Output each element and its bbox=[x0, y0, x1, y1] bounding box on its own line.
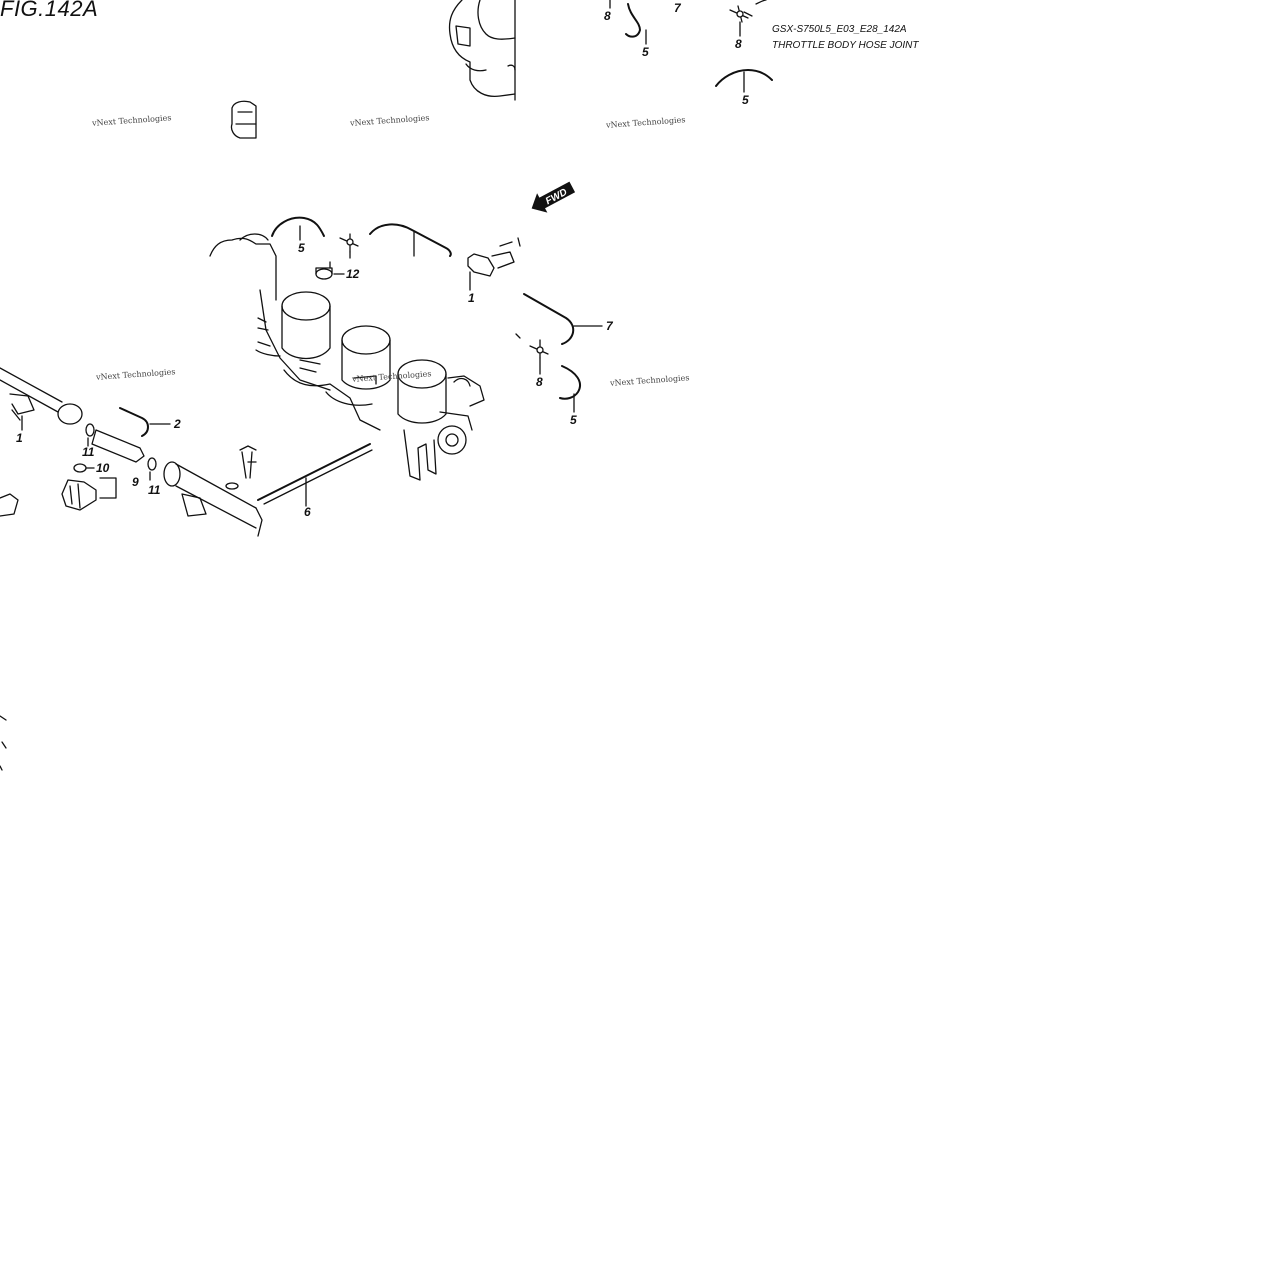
cap-12 bbox=[315, 261, 345, 280]
throttle-body-assembly bbox=[209, 233, 485, 481]
left-edge-marks bbox=[0, 715, 7, 771]
callout-1: 1 bbox=[468, 291, 475, 305]
callout-5: 5 bbox=[298, 241, 305, 255]
joint-8-upper bbox=[339, 233, 359, 259]
callout-1: 1 bbox=[16, 431, 23, 445]
diagram-code: GSX-S750L5_E03_E28_142A bbox=[772, 24, 907, 35]
injector-cap-10 bbox=[73, 463, 95, 473]
callout-5: 5 bbox=[642, 45, 649, 59]
o-ring-11-right bbox=[147, 457, 157, 481]
joint-top-8b bbox=[729, 0, 767, 37]
callout-10: 10 bbox=[96, 461, 110, 475]
callout-11: 11 bbox=[148, 483, 161, 497]
callout-8: 8 bbox=[735, 37, 742, 51]
callout-6: 6 bbox=[304, 505, 311, 519]
hose-5-right bbox=[559, 365, 581, 413]
connector-fragment-top bbox=[230, 100, 257, 139]
callout-9: 9 bbox=[132, 475, 139, 489]
hose-2 bbox=[119, 407, 171, 437]
callout-7: 7 bbox=[606, 319, 613, 333]
callout-12: 12 bbox=[346, 267, 360, 281]
diagram-name: THROTTLE BODY HOSE JOINT bbox=[772, 40, 919, 51]
figure-title: FIG.142A bbox=[0, 0, 99, 21]
hose-5-upper-left bbox=[271, 216, 325, 241]
fuel-rail-left bbox=[0, 367, 83, 431]
hose-long-upper bbox=[369, 223, 452, 257]
callout-5: 5 bbox=[742, 93, 749, 107]
fwd-label: FWD bbox=[544, 187, 569, 207]
hose-top-5b bbox=[715, 69, 773, 93]
forward-arrow-icon: FWD bbox=[526, 175, 583, 225]
injector-center bbox=[85, 423, 145, 463]
right-connector-1 bbox=[467, 237, 521, 291]
fuel-rail-right bbox=[163, 461, 263, 537]
throttle-body-top-fragment bbox=[448, 0, 516, 101]
callout-7: 7 bbox=[674, 1, 681, 15]
hose-7-right bbox=[523, 293, 603, 345]
callout-11: 11 bbox=[82, 445, 95, 459]
hose-6 bbox=[257, 443, 373, 507]
callout-8: 8 bbox=[604, 9, 611, 23]
hose-top-5a bbox=[625, 3, 647, 45]
callout-8: 8 bbox=[536, 375, 543, 389]
joint-8-right bbox=[515, 333, 549, 375]
callout-2: 2 bbox=[174, 417, 181, 431]
injector-9 bbox=[61, 477, 117, 511]
left-fragment-lower bbox=[0, 493, 19, 517]
bolt-fragment bbox=[225, 445, 257, 490]
callout-5: 5 bbox=[570, 413, 577, 427]
